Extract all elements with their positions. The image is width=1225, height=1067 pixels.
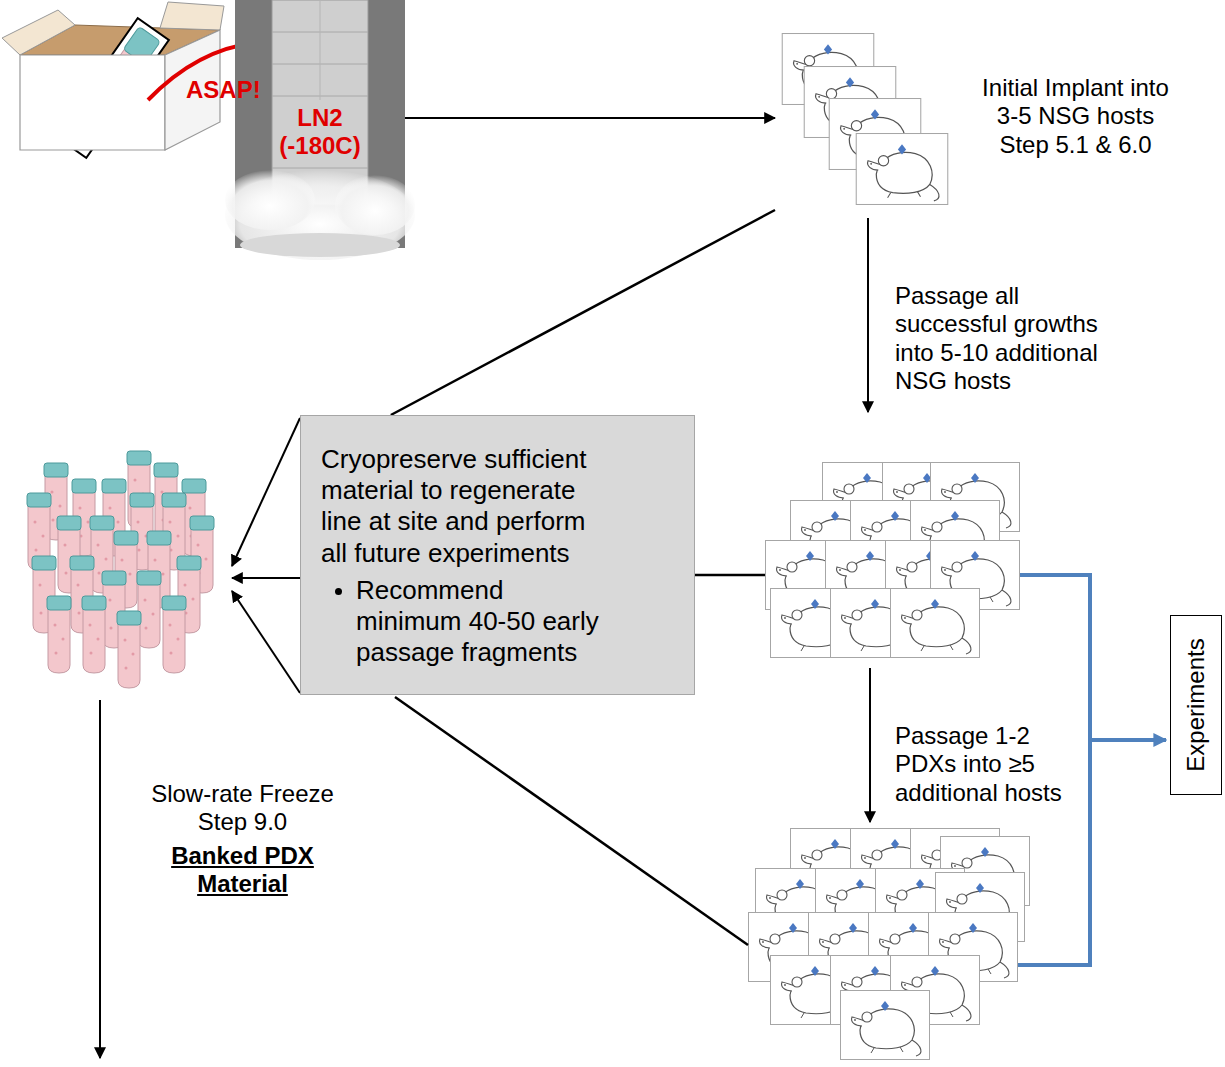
freeze-arrow [99, 700, 101, 1058]
ln2-photo [225, 0, 415, 260]
node-text: Initial Implant into 3-5 NSG hosts Step … [973, 74, 1178, 159]
mice-group [766, 463, 1020, 658]
bank-arrow [232, 418, 300, 566]
connector-line [391, 210, 775, 415]
step-label: Passage all successful growths into 5-10… [895, 282, 1125, 395]
step-label: Slow-rate Freeze Step 9.0 [135, 780, 350, 837]
experiment-arrow [1090, 738, 1166, 742]
bank-arrow [232, 577, 300, 579]
mice-group [782, 34, 948, 205]
node-text: Experiments [1182, 638, 1210, 771]
node-text: Cryopreserve sufficient material to rege… [321, 444, 613, 569]
ln2-freezer: LN2 (-180C) [235, 0, 405, 248]
connector-arrow [405, 117, 775, 119]
node-text: LN2 (-180C) [273, 104, 367, 161]
bullet-item: Recommend minimum 40-50 early passage fr… [321, 575, 674, 669]
urgency-label: ASAP! [186, 76, 261, 104]
title-label: Banked PDX Material [135, 842, 350, 899]
passage-arrow [869, 668, 871, 822]
cryopreserve-box: Cryopreserve sufficient material to rege… [300, 415, 695, 695]
step-label: Passage 1-2 PDXs into ≥5 additional host… [895, 722, 1080, 807]
cryovial-cluster [27, 451, 214, 688]
bank-arrow [232, 591, 300, 693]
implant-hosts: Initial Implant into 3-5 NSG hosts Step … [775, 30, 1220, 210]
harvest-line [395, 697, 748, 945]
harvest-line [695, 574, 765, 577]
experiments-box: Experiments [1170, 615, 1222, 795]
bullet-dot [335, 588, 342, 595]
mice-group [749, 829, 1030, 1060]
bullet-text: Recommend minimum 40-50 early passage fr… [356, 575, 606, 669]
passage-arrow [867, 218, 869, 412]
